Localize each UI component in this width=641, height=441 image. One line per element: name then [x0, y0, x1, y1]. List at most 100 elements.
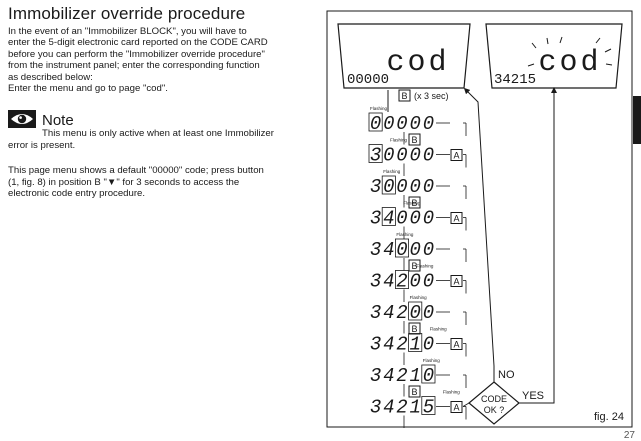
code-digit: 3	[370, 271, 381, 293]
code-digit: 0	[396, 145, 407, 167]
code-digit: 0	[396, 239, 407, 261]
intro-paragraph: In the event of an "Immobilizer BLOCK", …	[8, 26, 318, 94]
decision-line-2: OK ?	[484, 405, 505, 415]
code-digit: 2	[396, 302, 407, 324]
code-digit: 3	[370, 302, 381, 324]
button-a-label: A	[453, 214, 459, 224]
decision-line-1: CODE	[481, 394, 507, 404]
active-digit-frame	[421, 364, 436, 384]
section-tab	[633, 96, 641, 144]
button-a-box	[450, 149, 463, 161]
code-digit: 3	[370, 176, 381, 198]
button-b-label: B	[411, 198, 417, 208]
lcd-top-text: cod	[386, 46, 449, 80]
code-digit: 3	[370, 145, 381, 167]
lcd-bottom-text: 00000	[347, 72, 389, 88]
flashing-label: Flashing	[430, 327, 448, 332]
button-a-label: A	[453, 151, 459, 161]
flashing-label: Flashing	[423, 358, 441, 363]
code-digit: 4	[383, 397, 394, 419]
note-line: error is present.	[8, 139, 76, 151]
yes-label: YES	[522, 390, 544, 402]
instruction-line: (1, fig. 8) in position B "▼" for 3 seco…	[8, 176, 240, 188]
code-digit: 0	[423, 113, 434, 135]
lcd-top-text: cod	[538, 46, 601, 80]
button-b-box	[408, 322, 421, 335]
code-digit: 0	[423, 302, 434, 324]
code-digit: 2	[396, 334, 407, 356]
code-digit: 2	[396, 365, 407, 387]
no-label: NO	[498, 369, 515, 381]
button-b-label: B	[411, 324, 417, 334]
flashing-rays	[527, 36, 613, 67]
code-digit: 3	[370, 239, 381, 261]
code-digit: 2	[396, 397, 407, 419]
button-a-box	[450, 275, 463, 287]
button-a-box	[450, 401, 463, 413]
code-digit: 4	[383, 302, 394, 324]
code-digit: 0	[396, 176, 407, 198]
code-digit: 0	[423, 271, 434, 293]
code-digit: 0	[383, 145, 394, 167]
code-digit: 5	[423, 397, 434, 419]
page-number: 27	[623, 430, 635, 441]
code-digit: 3	[370, 208, 381, 230]
yes-arrow	[519, 87, 557, 404]
intro-line: Enter the menu and go to page "cod".	[8, 83, 168, 95]
active-digit-frame	[395, 270, 410, 289]
code-digit: 0	[423, 176, 434, 198]
code-digit: 1	[409, 397, 420, 419]
code-digit: 0	[396, 208, 407, 230]
code-digit: 0	[383, 113, 394, 135]
code-digit: 0	[409, 208, 420, 230]
code-digit: 0	[423, 239, 434, 261]
instruction-paragraph: This page menu shows a default "00000" c…	[8, 165, 318, 199]
flow-connector	[462, 402, 470, 407]
figure-label: fig. 24	[594, 411, 624, 423]
active-digit-frame	[408, 333, 423, 352]
button-b-label: B	[401, 91, 407, 101]
figure-frame	[326, 10, 633, 428]
instruction-line: electronic code entry procedure.	[8, 188, 146, 200]
lcd-display-entered: cod 34215	[485, 23, 623, 89]
code-digit: 0	[383, 176, 394, 198]
button-a-label: A	[453, 403, 459, 413]
note-line: This menu is only active when at least o…	[42, 128, 274, 140]
button-a-box	[450, 212, 463, 224]
flashing-label: Flashing	[396, 232, 414, 237]
text-column: Immobilizer override procedure In the ev…	[8, 4, 318, 199]
intro-line: before you can perform the "Immobilizer …	[8, 48, 265, 60]
flashing-label: Flashing	[410, 295, 428, 300]
intro-line: In the event of an "Immobilizer BLOCK", …	[8, 26, 247, 37]
code-digit: 0	[423, 334, 434, 356]
code-ok-decision: CODE OK ?	[468, 381, 520, 425]
button-a-label: A	[453, 340, 459, 350]
code-digit: 0	[423, 365, 434, 387]
intro-line: from the instrument panel; enter the cor…	[8, 60, 260, 72]
eye-icon	[8, 110, 36, 129]
active-digit-frame	[421, 396, 436, 415]
button-a-label: A	[453, 277, 459, 287]
code-digit: 1	[409, 365, 420, 387]
button-b-label: B	[411, 387, 417, 397]
no-arrow	[463, 87, 495, 382]
note-header: Note	[8, 110, 318, 129]
code-digit: 1	[409, 334, 420, 356]
intro-line: as described below:	[8, 71, 93, 83]
code-digit: 3	[370, 397, 381, 419]
code-digit: 4	[383, 334, 394, 356]
flashing-label: Flashing	[403, 201, 421, 206]
code-digit: 0	[423, 208, 434, 230]
lcd-display-default: cod 00000	[337, 23, 471, 89]
button-b-box	[408, 133, 421, 146]
flashing-label: Flashing	[390, 138, 408, 143]
button-a-box	[450, 338, 463, 350]
code-digit: 0	[409, 176, 420, 198]
active-digit-frame	[368, 112, 383, 132]
page-title: Immobilizer override procedure	[8, 4, 246, 23]
code-digit: 3	[370, 334, 381, 356]
code-digit: 2	[396, 271, 407, 293]
flashing-label: Flashing	[383, 169, 401, 174]
